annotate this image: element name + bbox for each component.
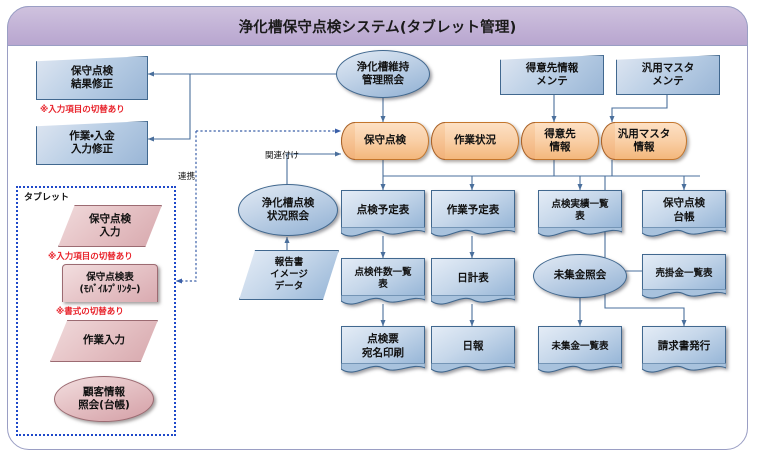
node-tenken-hyo-atena-insatsu[interactable]: 点検票 宛名印刷	[340, 326, 426, 373]
node-label: 汎用マスタ 情報	[617, 127, 671, 153]
node-tenken-kensu-ichiran-hyo[interactable]: 点検件数一覧 表	[340, 258, 426, 305]
node-sagyo-yotei-hyo[interactable]: 作業予定表	[430, 190, 516, 237]
node-hoshu-tenken-nyuryoku[interactable]: 保守点検 入力	[58, 205, 162, 247]
node-label: 得意先情報 メンテ	[525, 61, 579, 87]
node-label: 点検予定表	[356, 203, 410, 216]
node-sagyo-nyukin-shusei[interactable]: 作業・入金 入力修正	[36, 121, 148, 165]
node-label: 浄化槽点検 状況照会	[261, 196, 315, 222]
node-sagyo-nyuryoku[interactable]: 作業入力	[50, 320, 158, 362]
title-bar: 浄化槽保守点検システム(タブレット管理)	[7, 6, 748, 46]
node-tokuisaki-joho-mente[interactable]: 得意先情報 メンテ	[500, 55, 604, 95]
node-label: 日報	[462, 339, 484, 352]
node-label: 作業・入金 入力修正	[69, 129, 115, 155]
tablet-group	[16, 186, 176, 436]
node-mishukin-ichiran-hyo[interactable]: 未集金一覧表	[537, 326, 623, 373]
node-nippo[interactable]: 日報	[430, 326, 516, 373]
node-mishukin-shokai[interactable]: 未集金照会	[533, 254, 627, 298]
note-edit-nyuryoku-komoku: ※入力項目の切替あり	[40, 105, 125, 115]
node-label: 報告書 イメージ データ	[270, 257, 308, 292]
node-label: 顧客情報 照会(台帳)	[78, 385, 130, 411]
node-seikyusho-hakko[interactable]: 請求書発行	[641, 326, 727, 373]
node-label: 作業状況	[454, 134, 496, 147]
node-label: 点検票 宛名印刷	[362, 333, 404, 359]
label-renkei: 連携	[178, 172, 196, 182]
node-label: 未集金一覧表	[551, 340, 609, 352]
node-hokokusho-image-data[interactable]: 報告書 イメージ データ	[239, 250, 339, 300]
node-hoshu-tenken-daicho[interactable]: 保守点検 台帳	[641, 190, 727, 237]
node-label: 日計表	[457, 271, 489, 284]
node-label: 保守点検 入力	[89, 212, 131, 238]
page-title: 浄化槽保守点検システム(タブレット管理)	[238, 20, 517, 36]
store-hoshu-tenken[interactable]: 保守点検	[341, 122, 429, 160]
node-hanyo-master-mente[interactable]: 汎用マスタ メンテ	[616, 55, 720, 95]
node-label: 浄化槽維持 管理照会	[356, 60, 410, 86]
tablet-group-label: タブレット	[24, 193, 70, 203]
node-label: 点検実績一覧 表	[551, 198, 609, 222]
node-tenken-yotei-hyo[interactable]: 点検予定表	[340, 190, 426, 237]
store-sagyo-jokyo[interactable]: 作業状況	[431, 122, 519, 160]
node-label: 汎用マスタ メンテ	[641, 61, 695, 87]
node-jokaso-tenken-jokyo-shokai[interactable]: 浄化槽点検 状況照会	[238, 184, 338, 236]
node-jokaso-iji-kanri-shokai[interactable]: 浄化槽維持 管理照会	[336, 50, 430, 98]
node-nikkei-hyo[interactable]: 日計表	[430, 258, 516, 305]
node-label: 保守点検	[364, 134, 406, 147]
store-hanyo-master[interactable]: 汎用マスタ 情報	[601, 122, 687, 160]
node-hoshu-tenken-hyo[interactable]: 保守点検表 (ﾓﾊﾞｲﾙﾌﾟﾘﾝﾀｰ)	[62, 264, 240, 302]
node-label: 得意先 情報	[544, 127, 576, 153]
node-label: 点検件数一覧 表	[354, 266, 412, 290]
node-label: 未集金照会	[553, 269, 607, 282]
store-tokuisaki-joho[interactable]: 得意先 情報	[521, 122, 599, 160]
note-tablet-shoshiki: ※書式の切替あり	[56, 307, 124, 317]
node-label: 作業入力	[83, 334, 125, 347]
node-label: 保守点検 結果修正	[71, 64, 113, 90]
node-hoshu-kekka-shusei[interactable]: 保守点検 結果修正	[36, 56, 148, 100]
node-urikakekin-ichiran-hyo[interactable]: 売掛金一覧表	[641, 254, 727, 299]
node-kokyaku-joho-shokai[interactable]: 顧客情報 照会(台帳)	[54, 376, 154, 422]
node-tenken-jisseki-ichiran-hyo[interactable]: 点検実績一覧 表	[537, 190, 623, 237]
node-label: 保守点検表 (ﾓﾊﾞｲﾙﾌﾟﾘﾝﾀｰ)	[79, 271, 141, 295]
node-label: 保守点検 台帳	[663, 197, 705, 223]
node-label: 売掛金一覧表	[655, 267, 713, 279]
node-label: 請求書発行	[657, 339, 711, 352]
node-label: 作業予定表	[446, 203, 500, 216]
label-kanrenduke: 関連付け	[265, 151, 300, 161]
note-tablet-nyuryoku-komoku: ※入力項目の切替あり	[48, 252, 133, 262]
